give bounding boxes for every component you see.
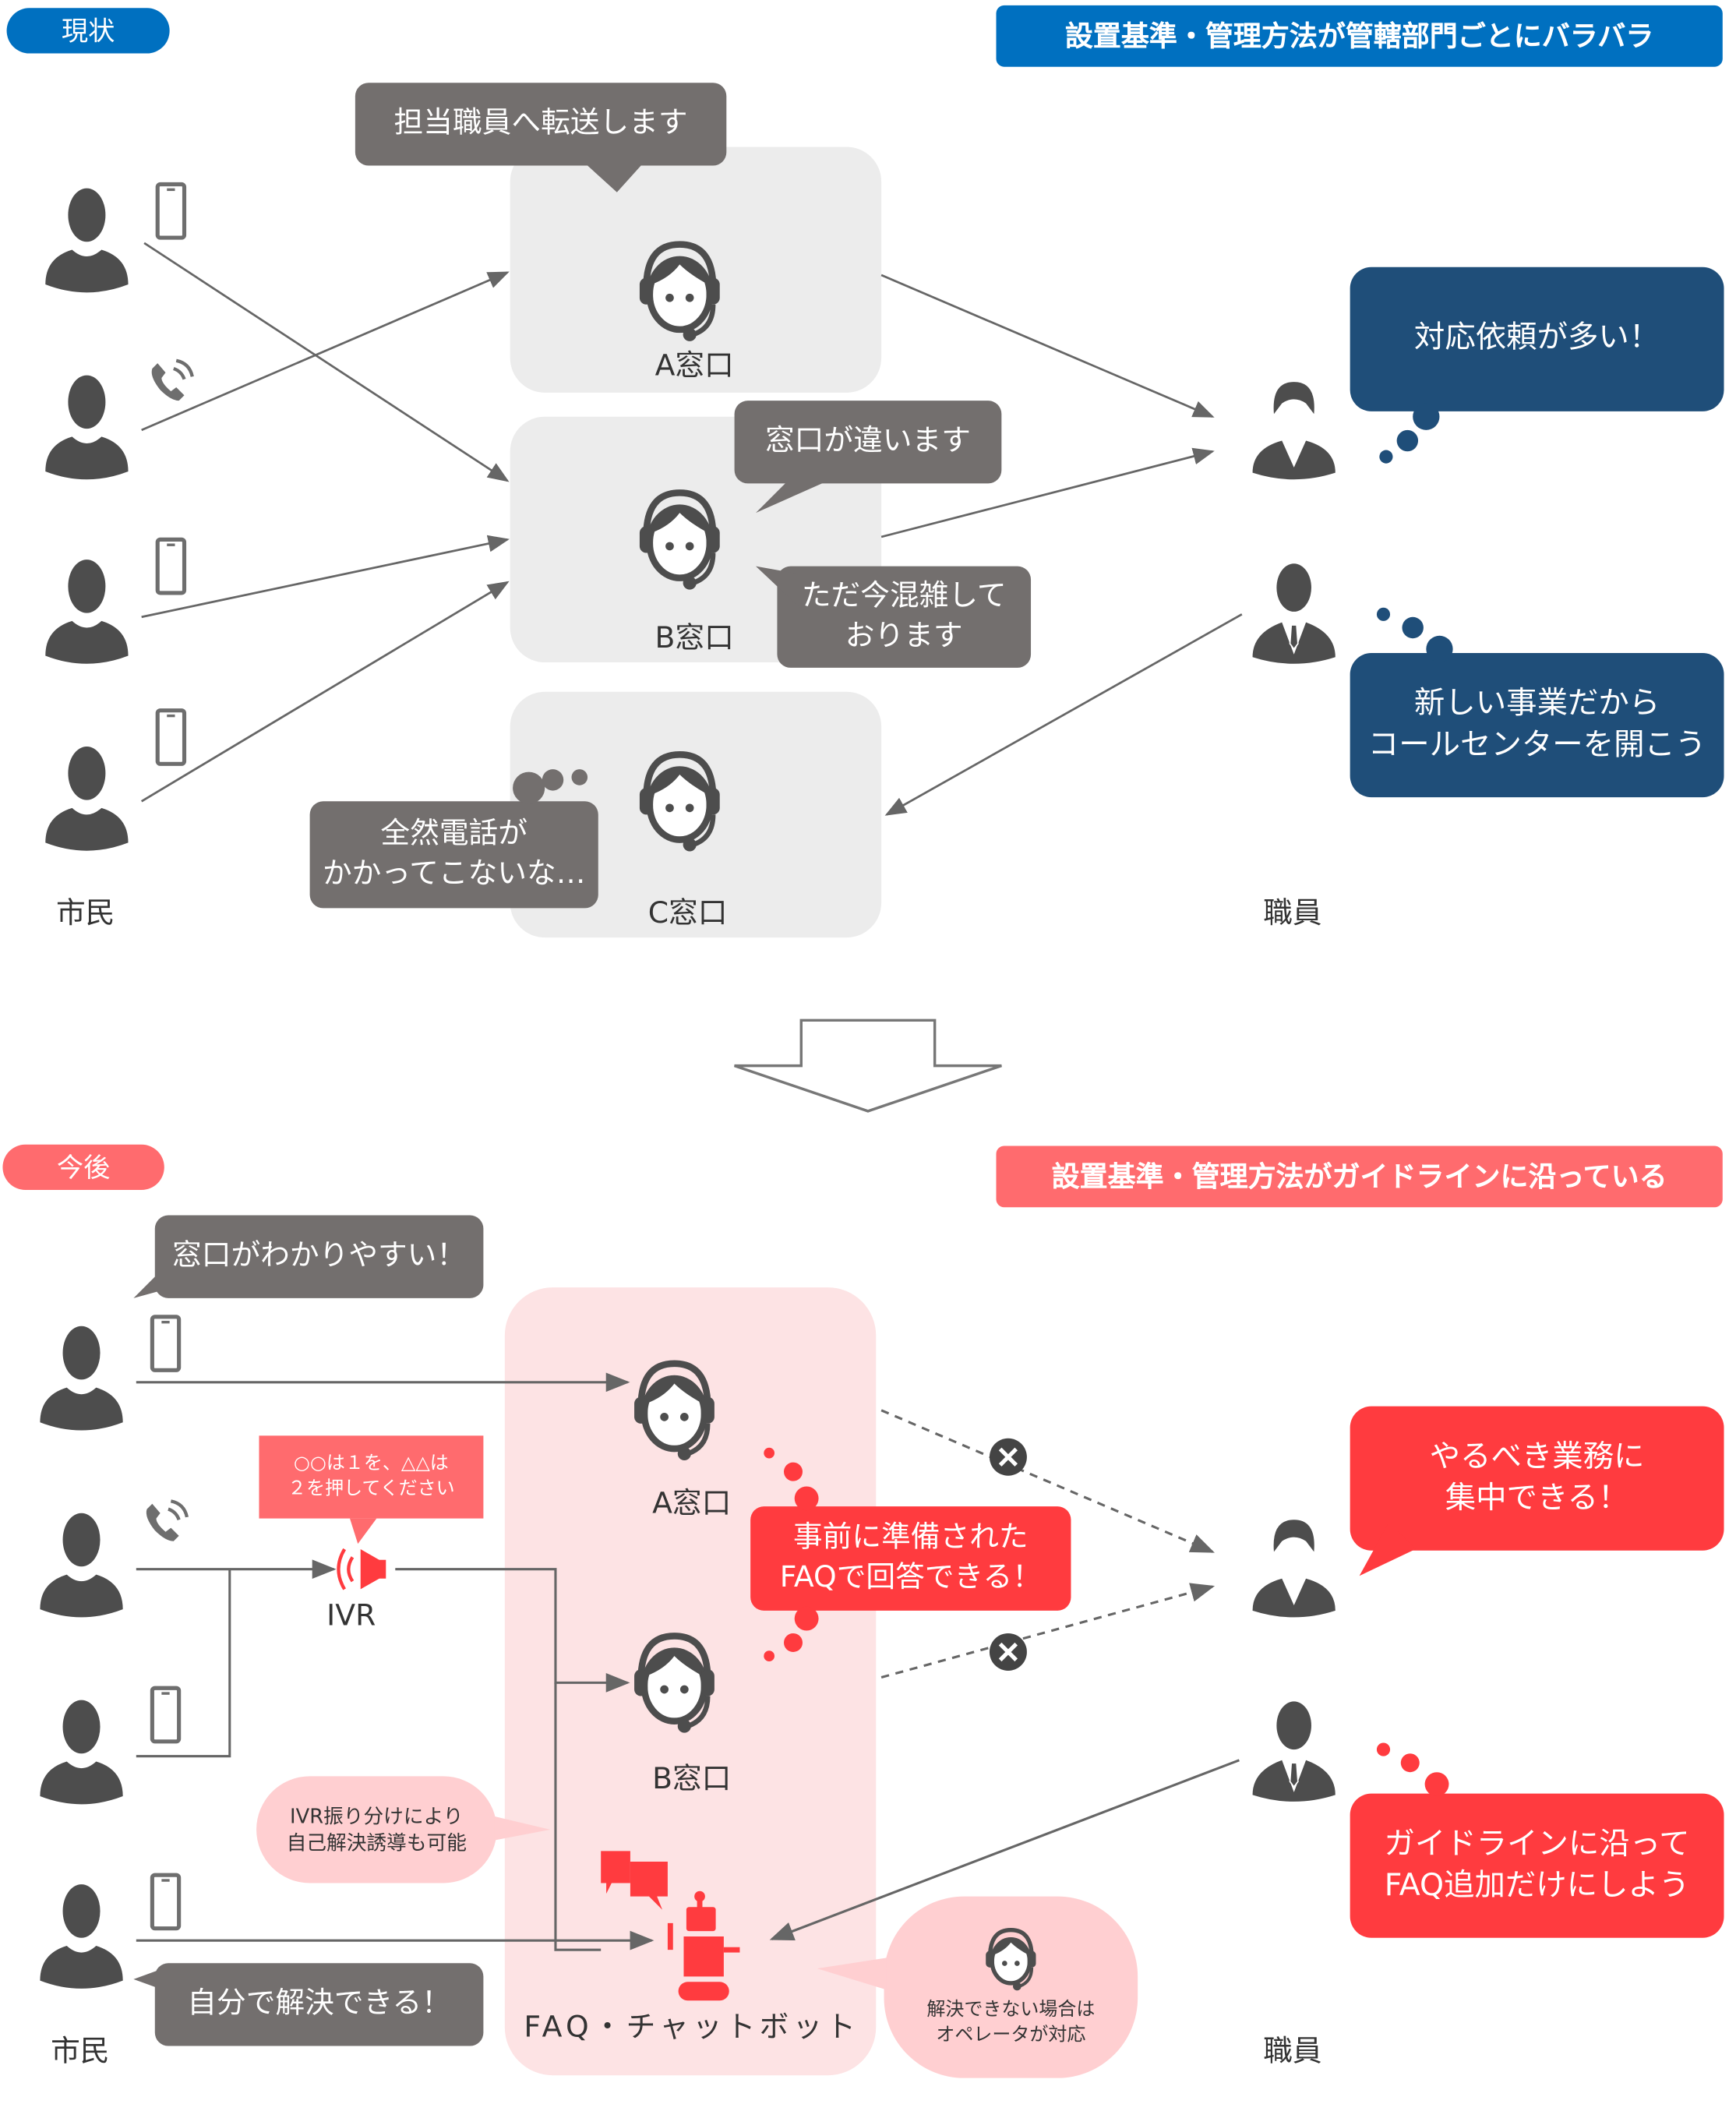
bubble-operator-note: 解決できない場合は オペレータが対応 xyxy=(884,1896,1138,2078)
bubble-ivr-note: IVR振り分けにより 自己解決誘導も可能 xyxy=(256,1776,497,1883)
citizen-icon xyxy=(45,188,129,293)
smartphone-icon xyxy=(152,1317,178,1371)
citizen-icon xyxy=(40,1884,123,1989)
bubble-open-callcenter: 新しい事業だから コールセンターを開こう xyxy=(1350,653,1724,798)
citizen-icon xyxy=(40,1513,123,1618)
future-window-a-label: A窓口 xyxy=(652,1488,732,1522)
window-b-label: B窓口 xyxy=(655,622,734,656)
citizens-label-bottom: 市民 xyxy=(51,2035,110,2069)
window-c-label: C窓口 xyxy=(647,897,728,931)
staff-label-top: 職員 xyxy=(1263,897,1322,931)
bubble-transfer: 担当職員へ転送します xyxy=(355,83,727,166)
section-label-current: 現状 xyxy=(6,8,170,54)
future-window-b-label: B窓口 xyxy=(652,1763,732,1797)
citizen-icon xyxy=(40,1700,123,1805)
citizen-icon xyxy=(45,375,129,480)
phone-call-icon xyxy=(152,361,192,401)
bubble-busy: ただ今混雑して おります xyxy=(777,566,1032,668)
bubble-wrong-window: 窓口が違います xyxy=(734,401,1002,484)
ivr-label: IVR xyxy=(326,1600,376,1633)
window-a-label: A窓口 xyxy=(655,350,734,383)
bubble-focus-work: やるべき業務に 集中できる！ xyxy=(1350,1406,1724,1551)
bubble-easy-window: 窓口がわかりやすい！ xyxy=(154,1215,484,1298)
staff-female-icon xyxy=(1252,382,1336,480)
future-staff-male-icon xyxy=(1251,1700,1336,1802)
future-banner: 設置基準・管理方法がガイドラインに沿っている xyxy=(996,1146,1723,1208)
smartphone-icon xyxy=(157,711,184,764)
phone-call-icon xyxy=(146,1501,187,1541)
bubble-many-requests: 対応依頼が多い！ xyxy=(1350,267,1724,411)
blocked-x-icon xyxy=(989,1438,1027,1476)
blocked-x-icon xyxy=(989,1633,1027,1671)
transition-arrow-icon xyxy=(734,1018,1002,1113)
staff-male-icon xyxy=(1251,563,1336,665)
smartphone-icon xyxy=(152,1688,178,1742)
smartphone-icon xyxy=(157,539,184,593)
bubble-no-calls: 全然電話が かかってこないな… xyxy=(309,801,598,909)
bubble-faq-answer: 事前に準備された FAQで回答できる！ xyxy=(750,1506,1071,1611)
citizen-icon xyxy=(45,560,129,664)
unified-window-box xyxy=(504,1287,877,2076)
citizen-icon xyxy=(45,747,129,851)
operator-note-text: 解決できない場合は オペレータが対応 xyxy=(926,1999,1096,2046)
bubble-ivr-prompt: ○○は１を、△△は ２を押してください xyxy=(259,1435,484,1519)
citizens-label-top: 市民 xyxy=(55,897,115,931)
ivr-speaker-icon xyxy=(337,1548,386,1590)
bubble-add-faq: ガイドラインに沿って FAQ追加だけにしよう xyxy=(1350,1793,1724,1938)
smartphone-icon xyxy=(152,1875,178,1929)
smartphone-icon xyxy=(157,185,184,238)
chatbot-label: FAQ・チャットボット xyxy=(524,2010,860,2045)
staff-label-bottom: 職員 xyxy=(1263,2035,1322,2069)
section-label-future: 今後 xyxy=(2,1144,164,1190)
citizen-icon xyxy=(40,1326,123,1431)
operator-headset-icon xyxy=(982,1926,1040,1993)
bubble-self-solve: 自分で解決できる！ xyxy=(154,1963,484,2046)
future-staff-female-icon xyxy=(1252,1520,1336,1618)
current-banner: 設置基準・管理方法が管轄部門ごとにバラバラ xyxy=(996,5,1723,67)
